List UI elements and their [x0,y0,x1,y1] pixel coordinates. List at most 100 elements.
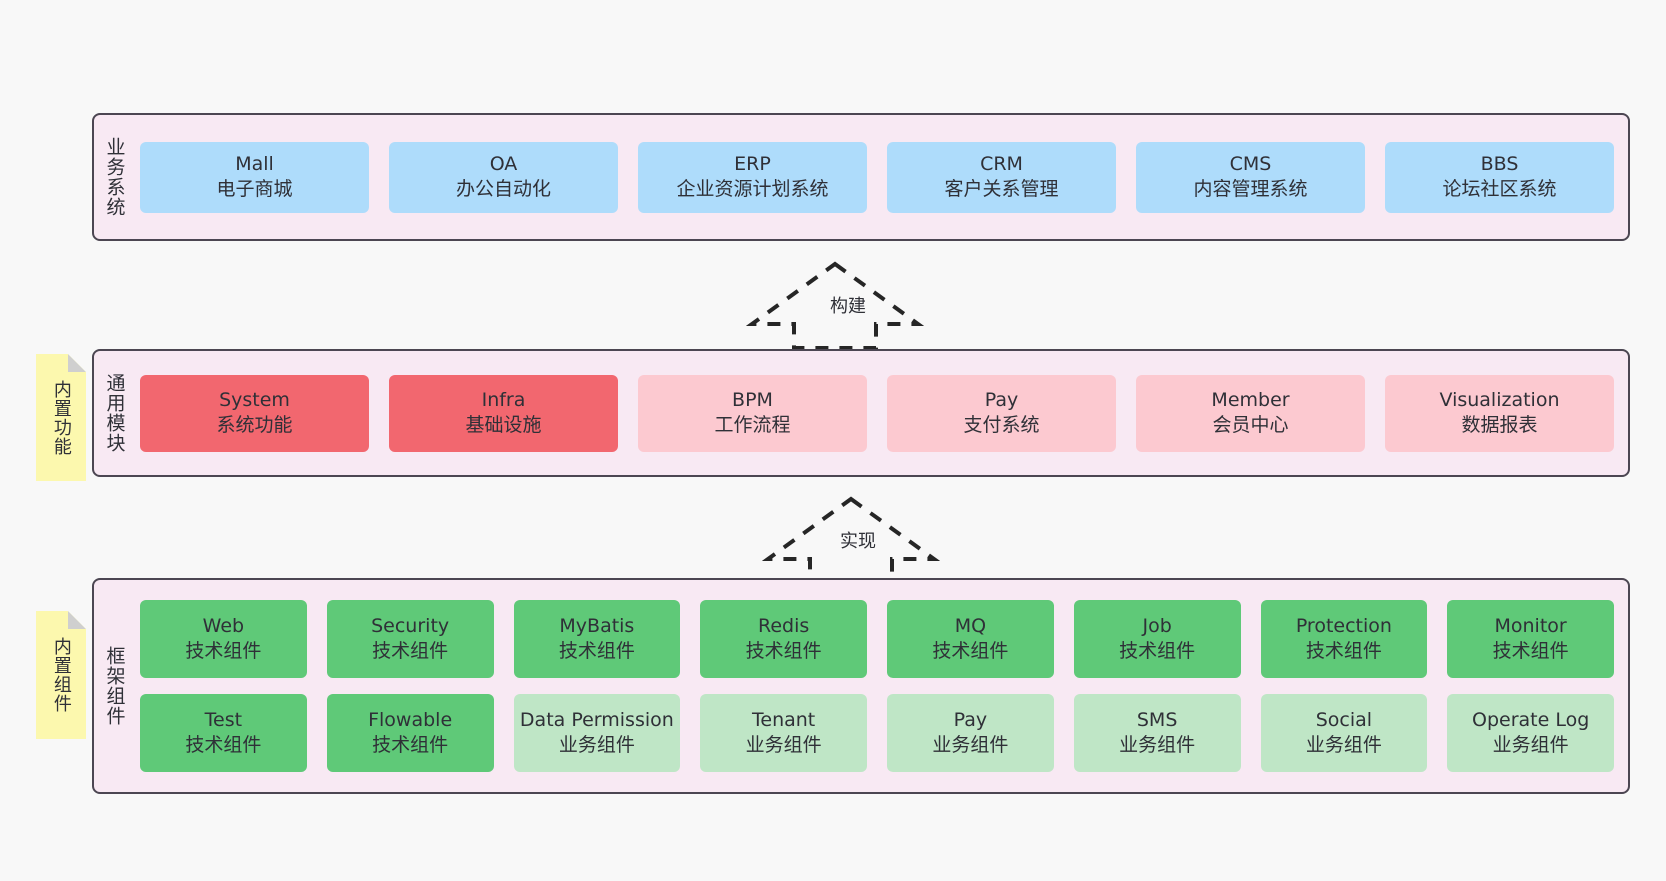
card-subtitle: 技术组件 [185,734,262,756]
card-subtitle: 业务组件 [745,734,822,756]
card-subtitle: 论坛社区系统 [1442,178,1557,200]
card-subtitle: 业务组件 [558,734,635,756]
card-title: SMS [1136,708,1178,731]
card-subtitle: 系统功能 [216,414,293,436]
layer-label-business-systems: 业务系统 [103,137,126,217]
card-title: MQ [954,614,987,637]
card-subtitle: 业务组件 [1492,734,1569,756]
card-subtitle: 技术组件 [1305,640,1382,662]
card-row: Web 技术组件 Security 技术组件 MyBatis 技术组件 Redi… [140,600,1614,678]
card-social[interactable]: Social 业务组件 [1260,694,1428,772]
card-subtitle: 技术组件 [372,640,449,662]
card-visualization[interactable]: Visualization 数据报表 [1385,374,1614,452]
card-subtitle: 技术组件 [1119,640,1196,662]
card-bpm[interactable]: BPM 工作流程 [638,374,867,452]
card-subtitle: 支付系统 [963,414,1040,436]
card-data-permission[interactable]: Data Permission 业务组件 [513,694,681,772]
card-mybatis[interactable]: MyBatis 技术组件 [513,600,681,678]
arrow-label-implement: 实现 [840,531,876,552]
sticky-note-label: 内置功能 [50,379,72,456]
card-security[interactable]: Security 技术组件 [326,600,494,678]
card-title: Test [204,708,243,731]
card-title: Protection [1295,614,1392,637]
card-subtitle: 技术组件 [1492,640,1569,662]
card-title: Member [1211,388,1290,411]
arrow-label-build: 构建 [830,296,866,317]
card-subtitle: 技术组件 [932,640,1009,662]
card-title: Infra [481,388,526,411]
card-title: ERP [734,152,771,175]
card-subtitle: 工作流程 [714,414,791,436]
card-subtitle: 办公自动化 [455,178,551,200]
card-row: System 系统功能 Infra 基础设施 BPM 工作流程 Pay 支付系统… [140,374,1614,452]
card-title: CMS [1229,152,1272,175]
folded-corner-icon [68,611,86,629]
card-flowable[interactable]: Flowable 技术组件 [326,694,494,772]
folded-corner-icon [68,354,86,372]
card-row: Mall 电子商城 OA 办公自动化 ERP 企业资源计划系统 CRM 客户关系… [140,141,1614,213]
card-title: Mall [235,152,274,175]
card-title: Tenant [752,708,816,731]
card-title: Pay [984,388,1019,411]
card-mall[interactable]: Mall 电子商城 [140,141,369,213]
card-subtitle: 基础设施 [465,414,542,436]
card-monitor[interactable]: Monitor 技术组件 [1447,600,1614,678]
sticky-note-label: 内置组件 [50,637,72,713]
card-title: Data Permission [519,708,674,731]
card-title: CRM [980,152,1023,175]
card-title: Operate Log [1471,708,1590,731]
card-subtitle: 技术组件 [745,640,822,662]
card-member[interactable]: Member 会员中心 [1136,374,1365,452]
card-title: BBS [1480,152,1519,175]
card-test[interactable]: Test 技术组件 [140,694,307,772]
card-subtitle: 企业资源计划系统 [676,178,829,200]
card-subtitle: 技术组件 [372,734,449,756]
card-sms[interactable]: SMS 业务组件 [1073,694,1241,772]
card-erp[interactable]: ERP 企业资源计划系统 [638,141,867,213]
card-subtitle: 客户关系管理 [944,178,1059,200]
card-subtitle: 电子商城 [216,178,293,200]
card-title: Visualization [1439,388,1560,411]
card-bbs[interactable]: BBS 论坛社区系统 [1385,141,1614,213]
sticky-note-builtin-functions: 内置功能 [36,354,86,481]
card-pay-module[interactable]: Pay 支付系统 [887,374,1116,452]
card-subtitle: 数据报表 [1461,414,1538,436]
card-mq[interactable]: MQ 技术组件 [887,600,1054,678]
card-title: Security [371,614,450,637]
card-redis[interactable]: Redis 技术组件 [700,600,867,678]
card-subtitle: 业务组件 [932,734,1009,756]
card-title: Web [202,614,245,637]
layer-label-framework-components: 框架组件 [103,646,126,726]
layer-body-framework-components: Web 技术组件 Security 技术组件 MyBatis 技术组件 Redi… [134,580,1628,792]
card-oa[interactable]: OA 办公自动化 [389,141,618,213]
card-infra[interactable]: Infra 基础设施 [389,374,618,452]
layer-body-business-systems: Mall 电子商城 OA 办公自动化 ERP 企业资源计划系统 CRM 客户关系… [134,115,1628,239]
card-title: System [219,388,290,411]
arrow-build: 构建 [746,258,924,350]
card-operate-log[interactable]: Operate Log 业务组件 [1447,694,1614,772]
card-subtitle: 技术组件 [185,640,262,662]
card-subtitle: 业务组件 [1305,734,1382,756]
card-title: BPM [732,388,773,411]
card-protection[interactable]: Protection 技术组件 [1260,600,1428,678]
card-title: Flowable [368,708,453,731]
card-cms[interactable]: CMS 内容管理系统 [1136,141,1365,213]
card-row: Test 技术组件 Flowable 技术组件 Data Permission … [140,694,1614,772]
card-web[interactable]: Web 技术组件 [140,600,307,678]
card-pay-component[interactable]: Pay 业务组件 [887,694,1054,772]
card-tenant[interactable]: Tenant 业务组件 [700,694,867,772]
card-crm[interactable]: CRM 客户关系管理 [887,141,1116,213]
layer-label-common-modules: 通用模块 [103,373,126,453]
card-title: OA [489,152,518,175]
card-job[interactable]: Job 技术组件 [1073,600,1241,678]
card-subtitle: 内容管理系统 [1193,178,1308,200]
card-title: Job [1142,614,1172,637]
layer-body-common-modules: System 系统功能 Infra 基础设施 BPM 工作流程 Pay 支付系统… [134,351,1628,475]
card-subtitle: 业务组件 [1119,734,1196,756]
card-title: MyBatis [559,614,635,637]
card-system[interactable]: System 系统功能 [140,374,369,452]
layer-framework-components: 框架组件 Web 技术组件 Security 技术组件 MyBatis 技术组件… [92,578,1630,794]
card-title: Redis [757,614,810,637]
arrow-implement: 实现 [762,493,940,585]
